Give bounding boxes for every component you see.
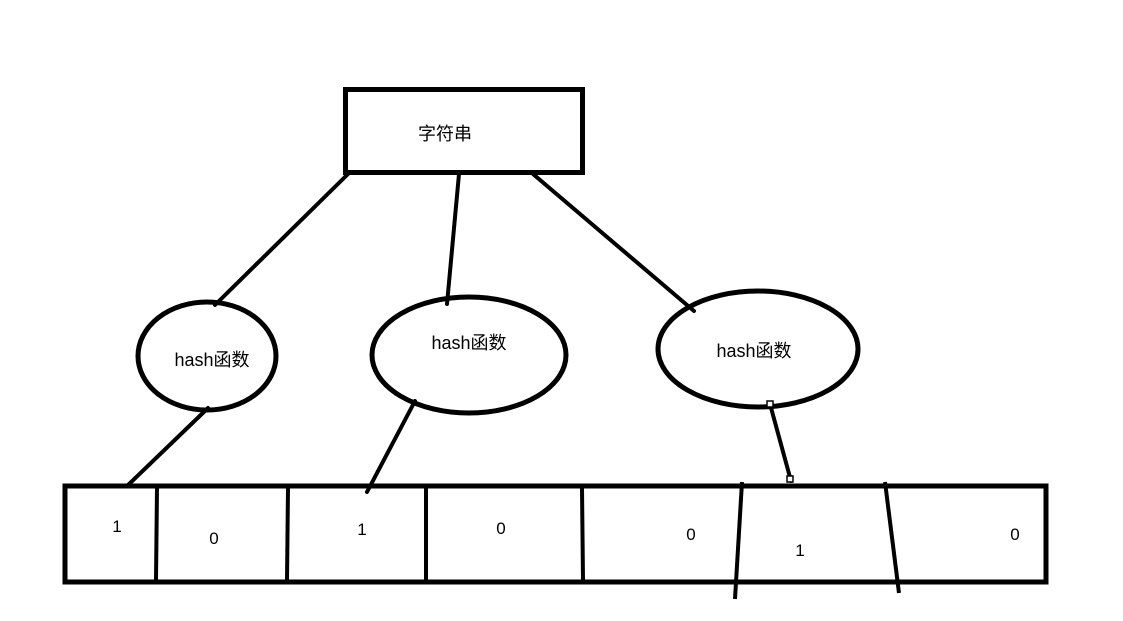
hash-node-3 bbox=[655, 288, 861, 410]
bit-array-divider-1 bbox=[154, 487, 159, 581]
bit-cell-7-value: 0 bbox=[1010, 525, 1019, 544]
bit-cell-1-value: 1 bbox=[112, 517, 121, 536]
bit-array-divider-4 bbox=[580, 487, 585, 581]
bit-array-box bbox=[62, 483, 1049, 585]
hash-node-3-label: hash函数 bbox=[716, 341, 791, 361]
hash-node-2 bbox=[369, 294, 569, 416]
bit-cell-6-value: 1 bbox=[795, 541, 804, 560]
selection-handle-top bbox=[766, 400, 774, 408]
selection-handle-bottom bbox=[786, 475, 794, 483]
hash-node-1-label: hash函数 bbox=[174, 350, 249, 370]
bit-cell-3-value: 1 bbox=[357, 520, 366, 539]
bit-cell-5-value: 0 bbox=[686, 525, 695, 544]
edge-string-to-hash-2 bbox=[445, 172, 461, 306]
string-box-label: 字符串 bbox=[418, 124, 472, 144]
bit-array-divider-6 bbox=[883, 481, 901, 594]
edge-string-to-hash-1 bbox=[213, 172, 350, 307]
edge-string-to-hash-3 bbox=[531, 172, 696, 313]
bit-array-divider-5 bbox=[733, 481, 744, 600]
string-box bbox=[343, 87, 585, 175]
edge-hash-2-to-array bbox=[365, 399, 417, 494]
edge-hash-1-to-array bbox=[125, 406, 210, 488]
bit-cell-2-value: 0 bbox=[209, 529, 218, 548]
bit-array-divider-2 bbox=[285, 487, 290, 581]
bit-cell-4-value: 0 bbox=[496, 519, 505, 538]
edge-hash-3-to-array bbox=[768, 402, 793, 483]
hash-node-2-label: hash函数 bbox=[431, 333, 506, 353]
